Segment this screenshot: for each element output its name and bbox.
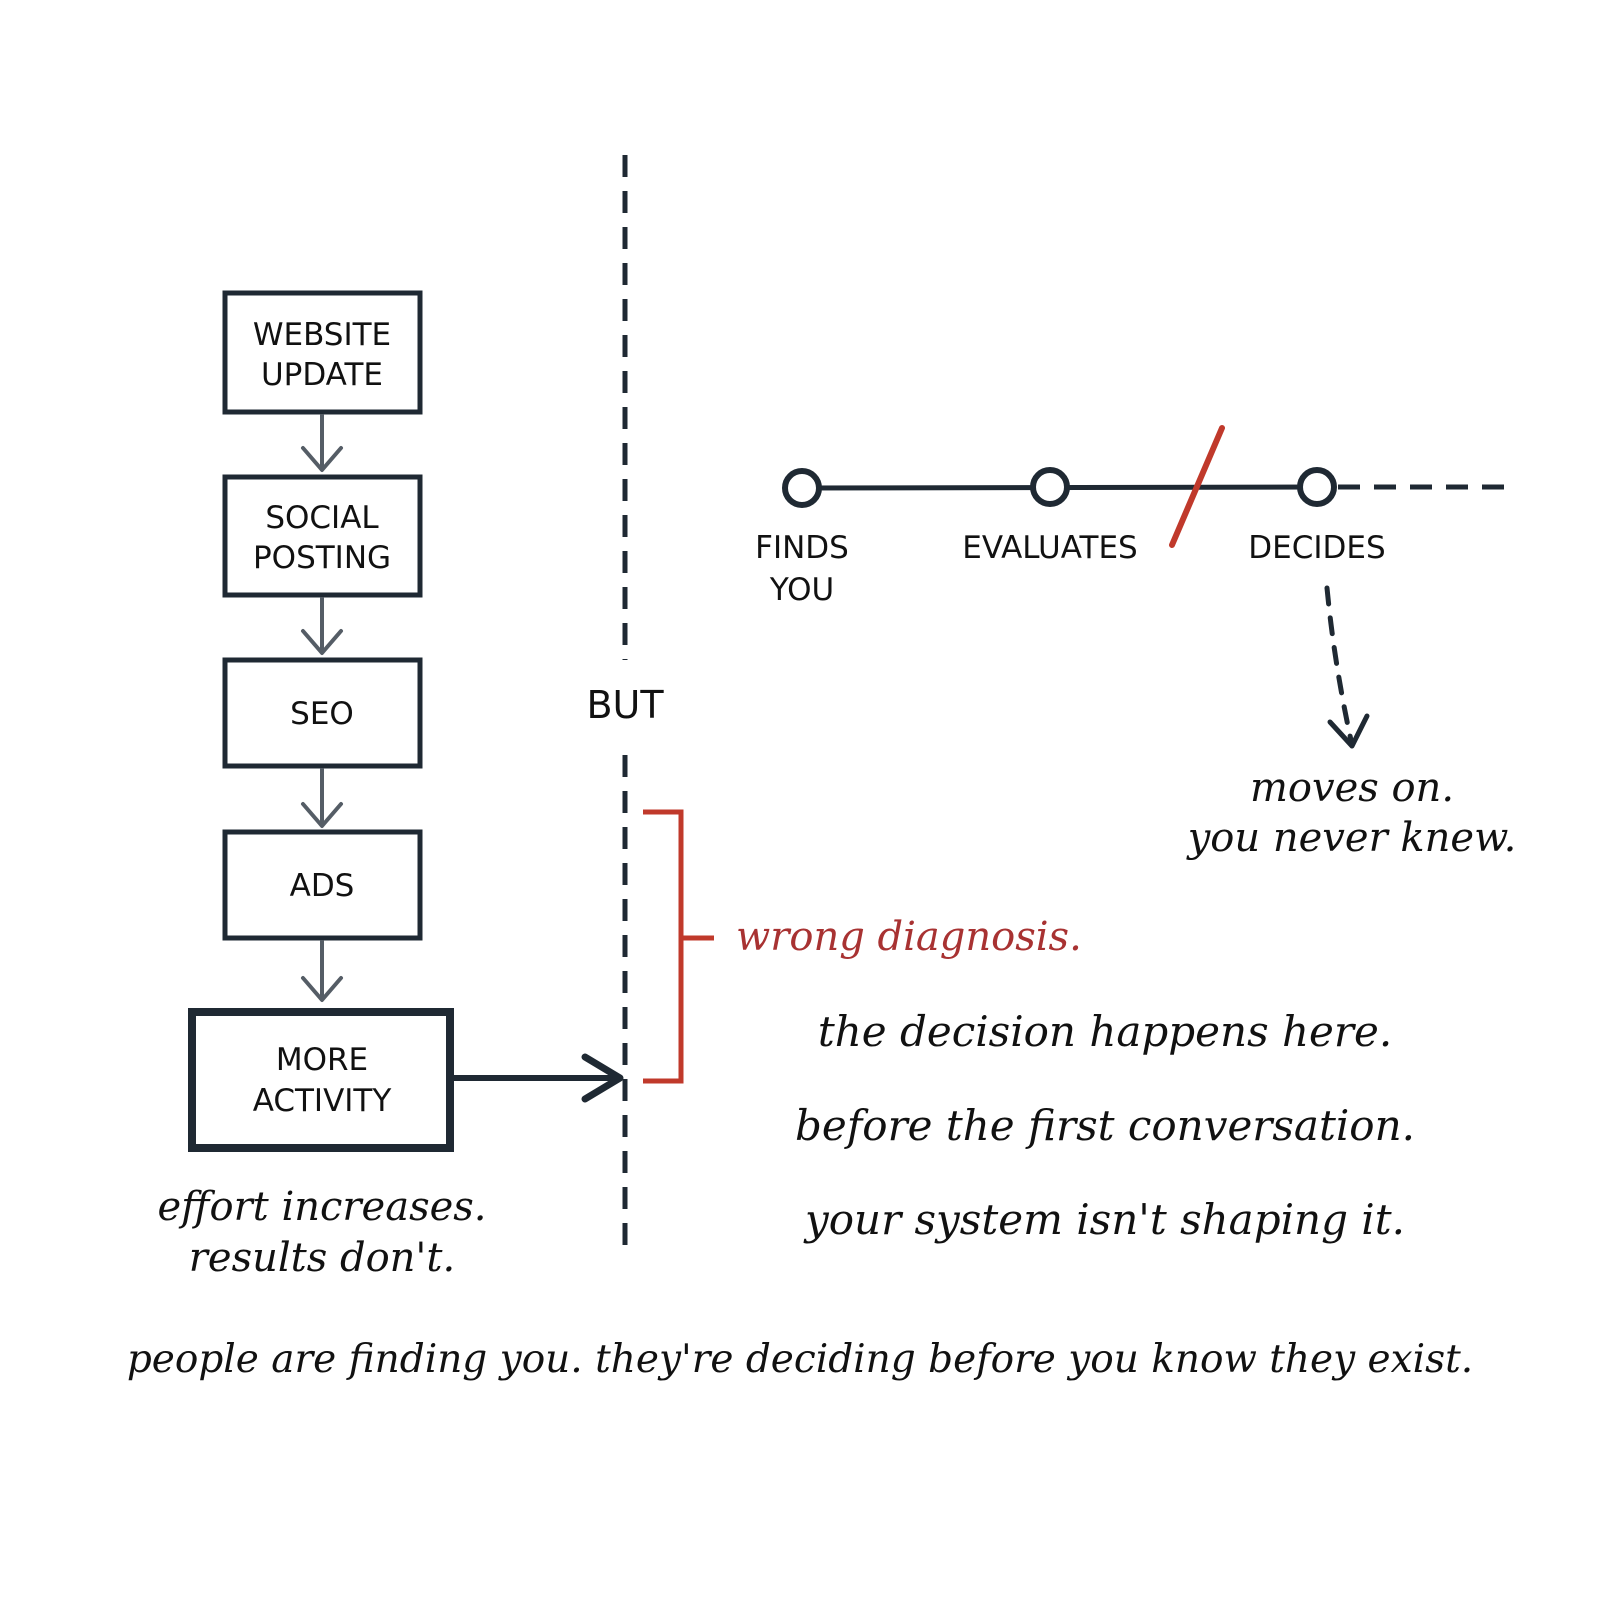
flow-box-social-posting: SOCIAL POSTING [222, 474, 423, 598]
flow-box-label-line: WEBSITE [253, 317, 391, 353]
outcome-line: moves on. [1250, 765, 1454, 811]
divider-label: BUT [586, 683, 664, 727]
flow-arrow-down [301, 414, 343, 472]
flow-box-seo: SEO [222, 657, 423, 769]
journey-stage-label: FINDS [755, 530, 849, 566]
journey-node [1030, 467, 1070, 507]
flow-box-label-line: ACTIVITY [253, 1083, 392, 1119]
flow-box-label-line: POSTING [253, 540, 391, 576]
flow-box-website-update: WEBSITE UPDATE [222, 290, 423, 415]
statement-line: the decision happens here. [818, 1007, 1392, 1056]
diagnosis-bracket [643, 809, 714, 1084]
journey-stage-label: EVALUATES [962, 530, 1137, 566]
outcome-line: you never knew. [1186, 815, 1517, 861]
bracket-label: wrong diagnosis. [736, 914, 1082, 960]
flow-chain: WEBSITE UPDATE SOCIAL POSTING SEO ADS MO… [188, 290, 624, 1152]
flow-box-label-line: ADS [290, 868, 355, 904]
statement-line: your system isn't shaping it. [803, 1195, 1405, 1244]
journey-node [782, 468, 822, 508]
flow-caption-line: effort increases. [157, 1184, 486, 1230]
journey-timeline [782, 425, 1505, 548]
journey-break-mark [1169, 425, 1225, 548]
outcome-arrow [1324, 585, 1370, 749]
flow-box-label-line: UPDATE [261, 357, 383, 393]
flow-arrow-down [301, 940, 343, 1002]
flow-box-label-line: SOCIAL [265, 500, 379, 536]
flow-caption-line: results don't. [189, 1235, 455, 1281]
flow-box-ads: ADS [222, 829, 423, 941]
flow-arrow-down [301, 768, 343, 828]
statement-line: before the first conversation. [795, 1101, 1415, 1150]
journey-stage-label: DECIDES [1248, 530, 1385, 566]
flow-arrow-right [449, 1053, 624, 1103]
flow-box-label-line: MORE [276, 1042, 368, 1078]
flow-box-label-line: SEO [290, 696, 354, 732]
footer-caption: people are finding you. they're deciding… [127, 1337, 1473, 1382]
journey-node [1297, 467, 1337, 507]
flow-box-more-activity: MORE ACTIVITY [188, 1008, 454, 1152]
flow-arrow-down [301, 597, 343, 655]
journey-stage-label: YOU [769, 572, 834, 608]
